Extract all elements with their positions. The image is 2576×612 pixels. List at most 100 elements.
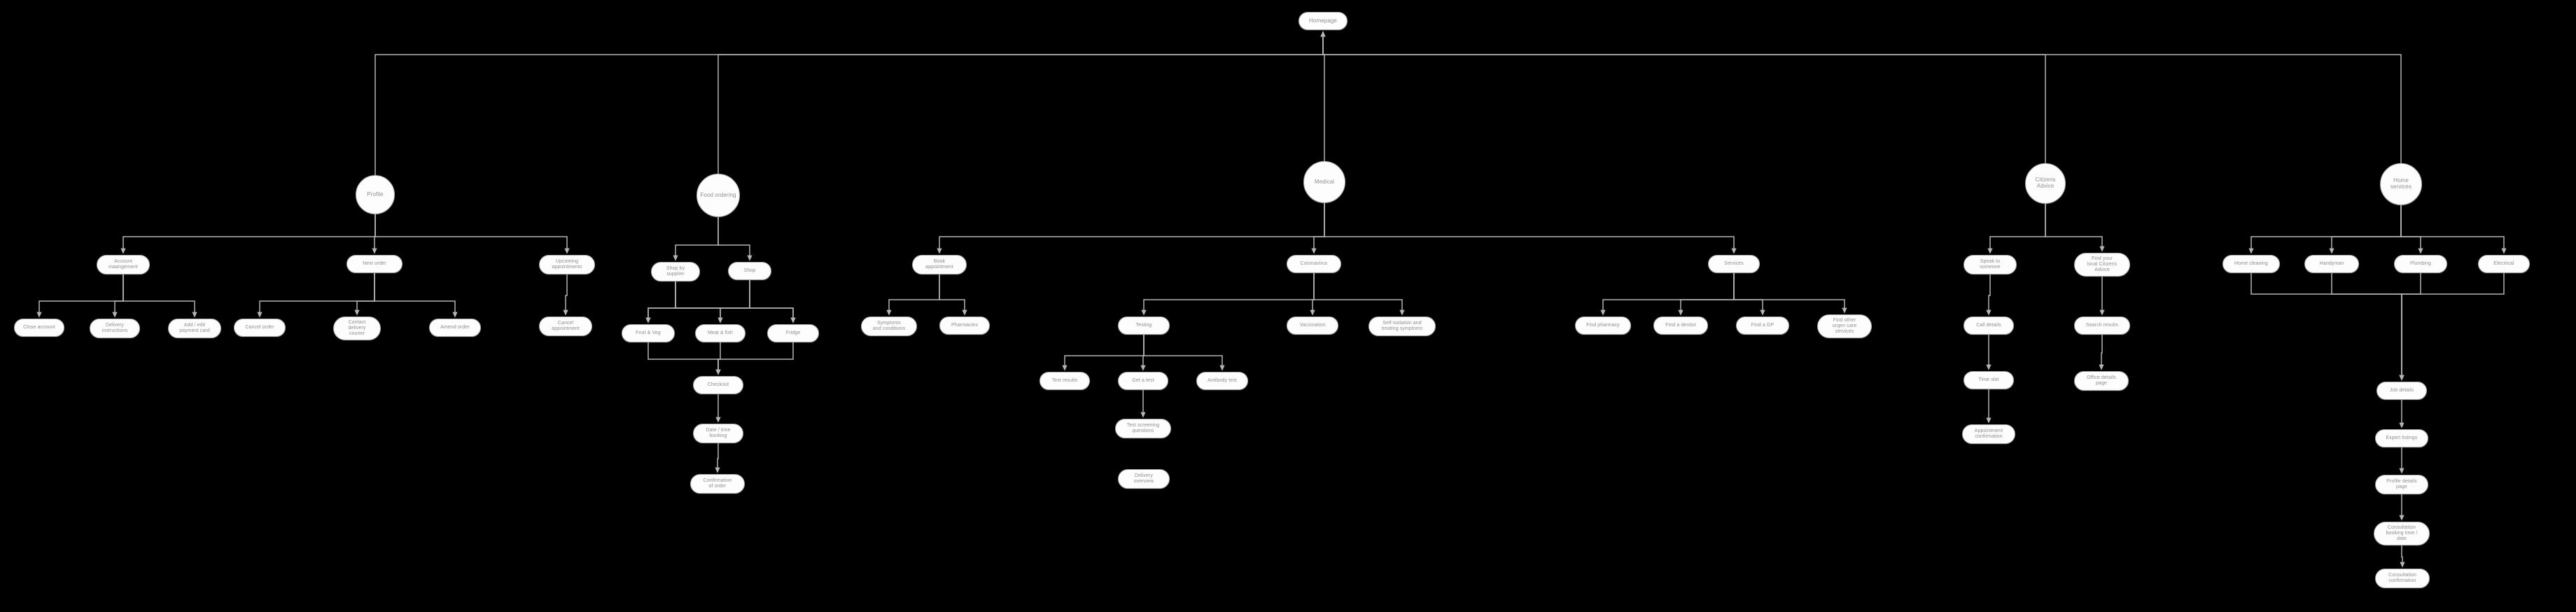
node-book-appointment[interactable]: Book appointment [912,255,967,274]
edge [2251,273,2402,378]
node-profile-details-page[interactable]: Profile details page [2375,475,2428,494]
node-office-details-page[interactable]: Office details page [2074,371,2129,391]
node-label: Appointment confirmation [1973,429,2005,440]
node-label: Speak to someone [1977,259,2003,270]
edge [676,217,718,258]
node-food-ordering[interactable]: Food ordering [696,174,740,217]
node-medical[interactable]: Medical [1303,161,1345,203]
node-fridge[interactable]: Fridge [767,324,819,342]
node-citizens-advice[interactable]: Citizens Advice [2025,163,2066,204]
node-label: Profile details page [2384,479,2419,490]
node-food-date-time-booking[interactable]: Date / time booking [693,424,743,443]
node-testing[interactable]: Testing [1118,317,1170,335]
edge [718,217,750,258]
node-label: Account maangement [106,259,140,270]
edge [123,214,375,251]
node-call-details[interactable]: Call details [1963,317,2014,335]
node-search-results[interactable]: Search results [2074,317,2130,335]
node-services[interactable]: Services [1708,255,1760,273]
node-vaccination[interactable]: Vaccination [1287,317,1338,335]
node-expert-listings[interactable]: Expert listings [2375,429,2428,447]
edge [889,274,939,313]
node-speak-to-someone[interactable]: Speak to someone [1963,255,2017,274]
node-plumbing[interactable]: Plumbing [2394,255,2447,273]
node-shop[interactable]: Shop [728,262,771,280]
node-label: Find other urgen care services [1830,318,1858,334]
node-label: Consultation confirmation [2386,573,2418,584]
node-get-a-test[interactable]: Get a test [1118,372,1168,390]
node-label: Food ordering [698,193,738,199]
node-add-edit-payment-card[interactable]: Add / edit payment card [168,319,221,338]
node-close-account[interactable]: Close account [14,319,64,337]
node-label: Expert listings [2384,436,2419,441]
edge [1990,204,2045,251]
node-appointment-confirmation[interactable]: Appointment confirmation [1962,424,2015,444]
edge [2332,273,2402,378]
edge [1144,273,1314,313]
node-delivery-overview[interactable]: Delivery overview [1118,469,1170,489]
node-meat-fish[interactable]: Meat & fish [695,324,746,342]
node-label: Shop [742,268,758,274]
node-label: Antibody test [1205,378,1239,384]
node-label: Self-isolation and treating symptoms [1380,321,1425,332]
node-amend-order[interactable]: Amend order [429,319,481,337]
edge [2101,335,2102,368]
edge [1323,34,2401,163]
node-fruit-veg[interactable]: Fruit & Veg [622,324,675,342]
node-label: Date / time booking [704,428,733,439]
edge [357,273,374,313]
node-pharmacies[interactable]: Pharmacies [939,317,990,335]
node-label: Profile [365,192,385,198]
node-find-other-urgent-care[interactable]: Find other urgen care services [1817,314,1872,338]
node-delivery-instructions[interactable]: Delivery instructions [90,319,140,338]
edge [676,281,720,321]
node-homepage[interactable]: Homepage [1298,12,1348,30]
edge [939,203,1324,251]
node-find-a-dentist[interactable]: Find a dentist [1653,317,1708,335]
node-checkout[interactable]: Checkout [693,376,743,394]
node-cancel-order[interactable]: Cancel order [234,319,286,337]
edge [375,214,567,251]
node-label: Amend order [438,325,472,331]
node-antibody-test[interactable]: Antibody test [1196,372,1248,390]
node-electrical[interactable]: Electrical [2478,255,2530,273]
node-find-a-gp[interactable]: Find a GP [1736,317,1789,335]
edge [39,274,123,315]
node-label: Fruit & Veg [634,331,663,336]
edge [648,280,750,321]
node-consultation-booking-time-date[interactable]: Consultation booking time / date [2374,522,2430,545]
edge [648,342,718,373]
node-label: Delivery overview [1132,473,1156,485]
node-find-local-citizens-advice[interactable]: Find your local Citizens Advice [2074,253,2130,277]
node-coronavirus[interactable]: Coronavirus [1287,255,1341,273]
node-upcoming-appointments[interactable]: Upcoming appointments [539,255,595,274]
node-home-cleaning[interactable]: Home cleaning [2222,255,2280,273]
node-label: Medical [1312,179,1336,186]
edge [1681,273,1734,313]
node-test-screening-questions[interactable]: Test screening questions [1115,419,1171,438]
node-profile[interactable]: Profile [356,175,395,214]
node-label: Find a GP [1749,323,1776,328]
edge [566,274,567,313]
node-cancel-appointment[interactable]: Cancel appointment [539,317,592,336]
node-time-slot[interactable]: Time slot [1963,371,2014,389]
node-handyman[interactable]: Handyman [2304,255,2359,273]
node-find-pharmacy[interactable]: Find pharmacy [1575,317,1631,335]
node-label: Find pharmacy [1584,323,1622,328]
node-self-isolation[interactable]: Self-isolation and treating symptoms [1368,317,1436,336]
node-job-details[interactable]: Job details [2376,382,2427,400]
node-contact-delivery-courier[interactable]: Contact delivery courier [333,317,381,340]
node-label: Shop by supplier [664,266,687,277]
node-shop-by-supplier[interactable]: Shop by supplier [651,262,700,281]
node-confirmation-of-order[interactable]: Confirmation of order [690,474,745,494]
node-symptoms-and-conditions[interactable]: Symptoms and conditions [861,317,917,336]
node-label: Get a test [1130,378,1156,384]
node-test-results[interactable]: Test results [1040,372,1090,390]
node-account-management[interactable]: Account maangement [97,255,150,274]
edge [2251,205,2401,251]
node-home-services[interactable]: Home services [2380,163,2422,205]
node-consultation-confirmation[interactable]: Consultation confirmation [2375,569,2430,588]
node-next-order[interactable]: Next order [346,255,402,273]
node-label: Test results [1050,378,1080,384]
